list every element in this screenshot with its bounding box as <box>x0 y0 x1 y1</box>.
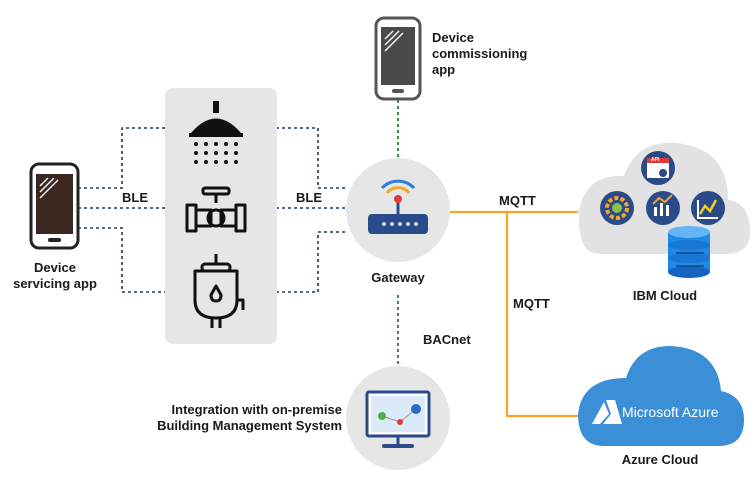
database-icon <box>668 226 710 278</box>
api-icon <box>641 151 675 185</box>
azure-cloud-label: Azure Cloud <box>621 452 699 467</box>
bacnet-label: BACnet <box>423 332 471 347</box>
shower-icon <box>189 101 243 164</box>
gateway-label: Gateway <box>371 270 425 285</box>
smartphone-icon <box>374 16 422 101</box>
commissioning-app-label: Device commissioning app <box>432 30 528 77</box>
gear-icon <box>600 191 634 225</box>
ibm-cloud-label: IBM Cloud <box>632 288 698 303</box>
ble-links-right <box>270 127 348 293</box>
valve-pipe-icon <box>185 186 247 233</box>
smartphone-icon <box>29 162 80 250</box>
microsoft-azure-logo-text: Microsoft Azure <box>622 404 719 420</box>
ble-links-left <box>78 127 172 293</box>
azure-cloud-icon <box>578 346 744 446</box>
ble-label-right: BLE <box>296 190 322 205</box>
bms-integration-label: Integration with on-premise Building Man… <box>157 402 342 433</box>
line-chart-icon <box>691 191 725 225</box>
analytics-icon <box>646 191 680 225</box>
router-icon <box>346 158 450 262</box>
ibm-cloud-icon <box>578 142 751 278</box>
mqtt-links <box>450 210 578 418</box>
mqtt-label-top: MQTT <box>499 193 536 208</box>
api-badge-text: API <box>651 157 660 163</box>
azure-logo-icon <box>592 400 622 424</box>
mqtt-label-bottom: MQTT <box>513 296 550 311</box>
urinal-icon <box>193 254 245 328</box>
ble-label-left: BLE <box>122 190 148 205</box>
servicing-app-label: Device servicing app <box>13 260 97 291</box>
monitor-icon <box>346 366 450 470</box>
